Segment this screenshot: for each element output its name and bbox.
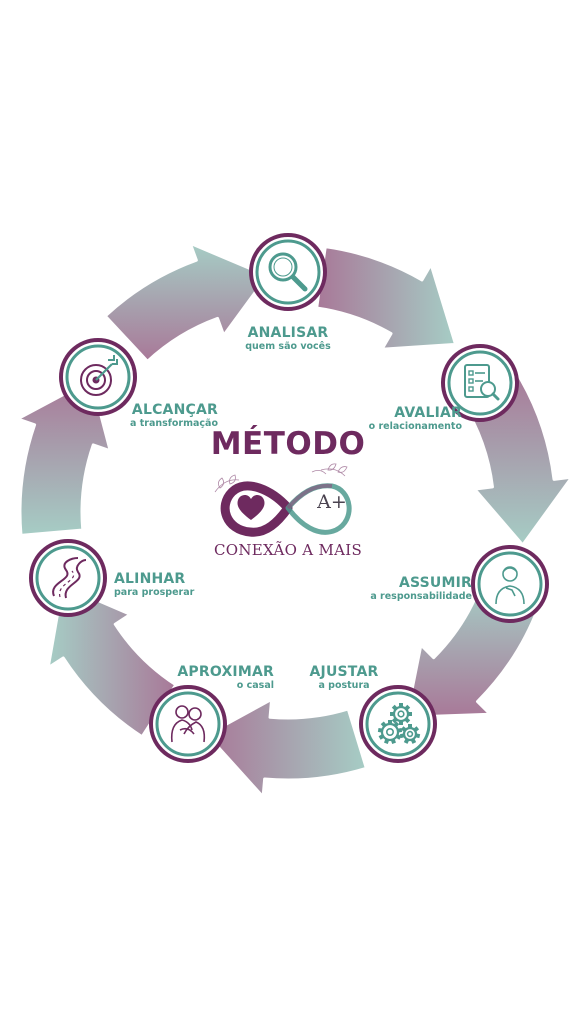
step-node-alcançar — [59, 338, 137, 416]
gears-icon — [377, 703, 421, 744]
ring-arrows — [16, 241, 574, 799]
step-label-avaliar: AVALIAR o relacionamento — [350, 406, 462, 432]
magnifier-icon — [268, 252, 308, 292]
step-subtitle: a transformação — [130, 418, 218, 429]
ring-arrow-segment — [205, 697, 368, 799]
person-hand-on-heart-icon — [495, 566, 525, 605]
step-label-alinhar: ALINHAR para prosperar — [114, 572, 224, 598]
step-label-ajustar: AJUSTAR a postura — [304, 665, 384, 691]
step-label-analisar: ANALISAR quem são vocês — [228, 326, 348, 352]
step-subtitle: o relacionamento — [368, 421, 462, 432]
node-inner-ring — [255, 239, 321, 305]
node-inner-ring — [35, 545, 101, 611]
logo-badge: A+ — [317, 491, 347, 513]
step-title: ALCANÇAR — [131, 402, 218, 418]
brand-name: CONEXÃO A MAIS — [213, 541, 363, 559]
ring-arrow-segment — [315, 245, 458, 351]
node-inner-ring — [477, 551, 543, 617]
step-title: AJUSTAR — [309, 664, 379, 680]
winding-road-icon — [52, 557, 87, 599]
step-node-ajustar — [359, 685, 437, 763]
step-title: ALINHAR — [114, 571, 186, 587]
step-node-aproximar — [149, 685, 227, 763]
step-label-aproximar: APROXIMAR o casal — [170, 665, 274, 691]
step-node-analisar — [249, 233, 327, 311]
step-title: APROXIMAR — [177, 664, 274, 680]
step-node-assumir — [471, 545, 549, 623]
step-node-avaliar — [441, 344, 519, 422]
target-arrow-icon — [80, 355, 118, 396]
ring-nodes — [29, 233, 549, 763]
step-subtitle: a responsabilidade — [370, 591, 472, 602]
step-title: AVALIAR — [394, 405, 462, 421]
step-subtitle: quem são vocês — [245, 341, 331, 352]
step-label-assumir: ASSUMIR a responsabilidade — [352, 576, 472, 602]
step-subtitle: o casal — [236, 680, 274, 691]
step-title: ASSUMIR — [398, 575, 472, 591]
step-node-alinhar — [29, 539, 107, 617]
step-subtitle: para prosperar — [114, 587, 195, 598]
method-title: MÉTODO — [210, 426, 366, 462]
step-subtitle: a postura — [318, 680, 370, 691]
checklist-search-icon — [464, 364, 500, 401]
couple-embrace-icon — [170, 705, 206, 743]
step-title: ANALISAR — [247, 325, 329, 341]
step-label-alcancar: ALCANÇAR a transformação — [118, 403, 218, 429]
